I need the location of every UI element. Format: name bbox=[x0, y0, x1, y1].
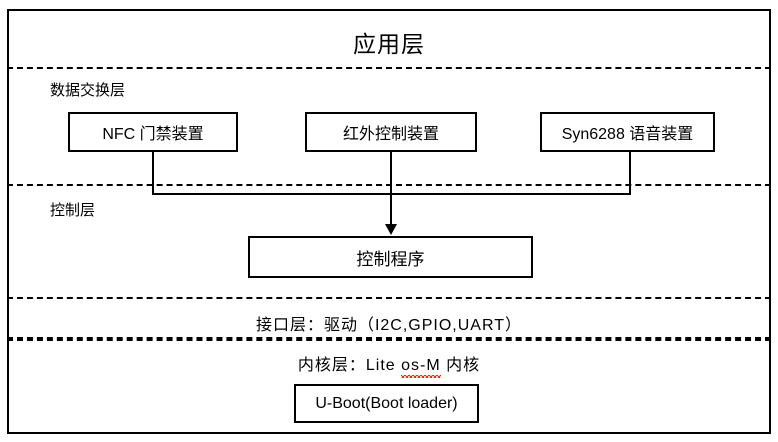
kernel-label-suffix: 内核 bbox=[440, 357, 481, 374]
kernel-label-prefix: 内核层：Lite bbox=[297, 357, 402, 374]
interface-layer-title: 接口层：驱动（I2C,GPIO,UART） bbox=[255, 317, 523, 334]
connector-syn6288-stub bbox=[629, 152, 631, 194]
connector-nfc-stub bbox=[152, 152, 154, 194]
connector-infrared-stub bbox=[390, 152, 392, 194]
application-layer-title: 应用层 bbox=[353, 31, 425, 57]
connector-arrow-stem bbox=[390, 193, 392, 226]
node-uboot-bootloader[interactable]: U-Boot(Boot loader) bbox=[294, 384, 479, 423]
node-infrared-control-device[interactable]: 红外控制装置 bbox=[305, 112, 477, 152]
node-control-program[interactable]: 控制程序 bbox=[248, 236, 533, 278]
kernel-label-misspelled-term: os-M bbox=[401, 357, 441, 378]
data-exchange-layer-title: 数据交换层 bbox=[50, 82, 126, 99]
node-nfc-access-device[interactable]: NFC 门禁装置 bbox=[68, 112, 238, 152]
node-syn6288-voice-device[interactable]: Syn6288 语音装置 bbox=[540, 112, 715, 152]
connector-arrow-head-icon bbox=[385, 224, 397, 235]
control-layer-title: 控制层 bbox=[50, 202, 96, 219]
diagram-outer-frame bbox=[7, 9, 771, 434]
kernel-layer-title: 内核层：Lite os-M 内核 bbox=[0, 351, 778, 378]
